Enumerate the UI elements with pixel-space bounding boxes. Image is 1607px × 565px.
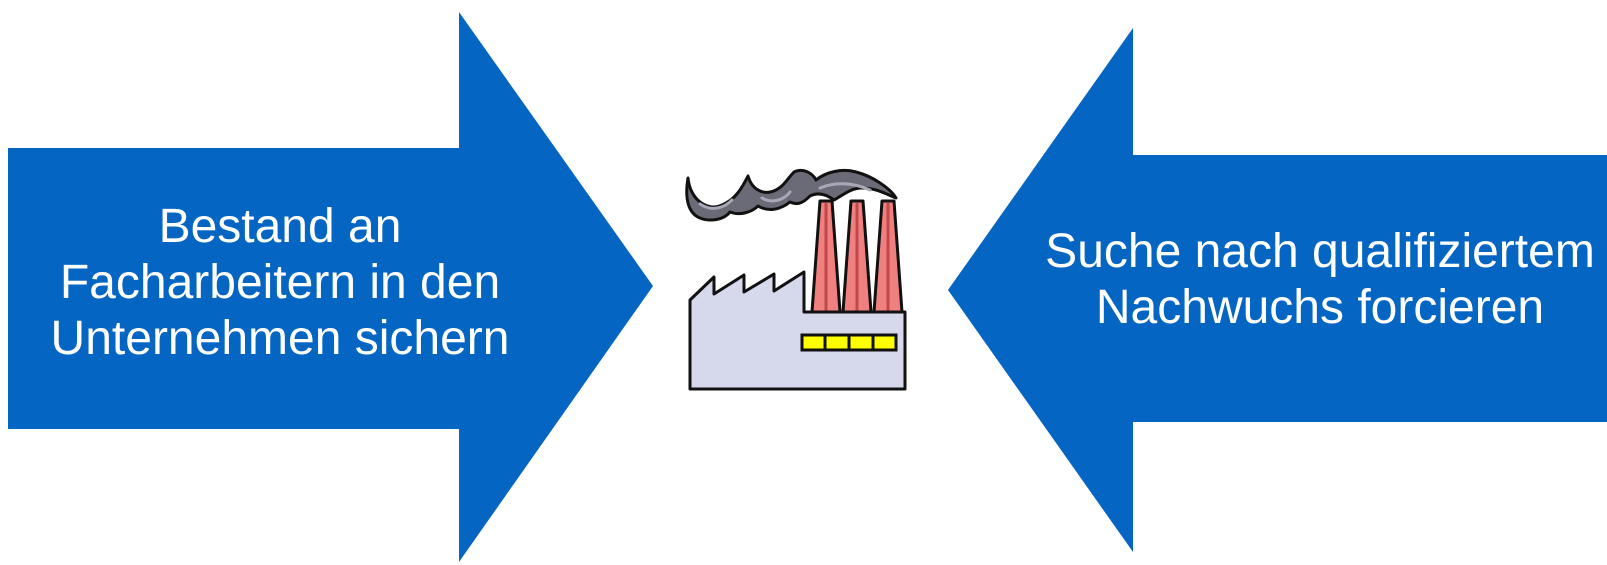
left-arrow-text: Bestand an Facharbeitern in den Unterneh… — [50, 200, 510, 365]
smoke-highlight — [698, 182, 872, 210]
left-arrow-shape — [8, 12, 653, 562]
right-arrow-label: Suche nach qualifiziertem Nachwuchs forc… — [1040, 195, 1600, 365]
factory-building — [688, 270, 907, 391]
right-arrow-shape — [948, 28, 1607, 552]
left-arrow-label: Bestand an Facharbeitern in den Unterneh… — [20, 170, 540, 396]
right-arrow-text: Suche nach qualifiziertem Nachwuchs forc… — [1045, 225, 1595, 334]
factory-icon — [685, 168, 907, 391]
